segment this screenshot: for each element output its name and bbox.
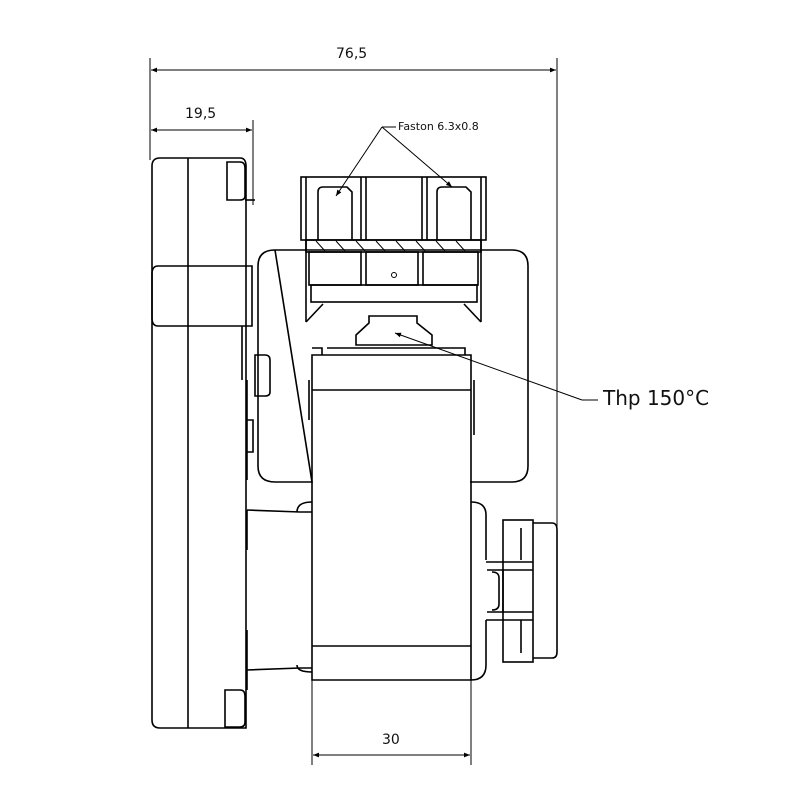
dimension-motor-width [311,680,472,765]
faston-connector [300,176,487,323]
adjustment-knob [486,519,558,663]
fan-housing [151,157,312,729]
faston-leader [335,126,453,197]
dimension-label-motor-width: 30 [382,732,400,748]
thermal-protector-callout-label: Thp 150°C [603,386,710,410]
faston-callout-label: Faston 6.3x0.8 [398,120,479,133]
dimension-fan-offset [151,120,254,205]
mounting-plate [257,249,529,483]
dimension-label-overall-width: 76,5 [336,46,368,62]
motor-body [296,347,487,681]
dimension-label-fan-offset: 19,5 [185,106,217,122]
thermal-protector [355,315,433,346]
thermal-protector-leader [394,332,598,401]
